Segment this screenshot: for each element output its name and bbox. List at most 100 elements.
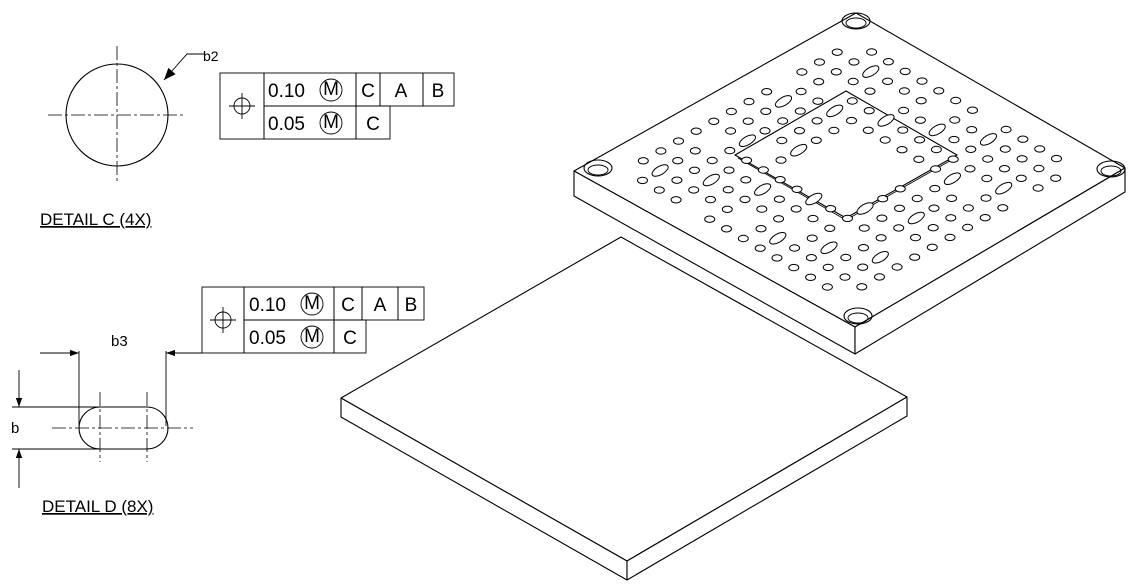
ball-hole: [927, 224, 939, 232]
detail-c-datum-1: C: [361, 81, 375, 102]
ball-hole: [966, 126, 978, 134]
ball-hole: [724, 146, 736, 155]
ball-hole: [777, 117, 789, 125]
ball-hole: [742, 117, 754, 125]
ball-hole: [741, 156, 753, 165]
ball-hole: [999, 145, 1011, 153]
ball-hole: [948, 135, 960, 144]
detail-d-datum-row2: C: [343, 328, 357, 349]
ball-hole: [825, 205, 837, 213]
ball-hole: [812, 97, 824, 105]
ball-hole: [842, 214, 853, 223]
ball-hole: [967, 106, 978, 114]
ball-hole: [926, 243, 938, 252]
ball-hole: [982, 155, 994, 163]
ball-hole: [705, 195, 716, 204]
ball-hole: [999, 165, 1010, 173]
ball-hole: [893, 224, 905, 232]
ball-hole: [754, 244, 766, 252]
ball-hole: [721, 205, 733, 214]
ball-hole: [810, 136, 822, 145]
ball-hole: [670, 196, 682, 204]
detail-c-datum-3: B: [432, 81, 445, 102]
detail-d-tolerance-2: 0.05: [249, 328, 286, 349]
ball-hole: [944, 233, 956, 242]
ball-hole: [997, 204, 1009, 212]
ball-hole: [945, 214, 957, 222]
svg-text:M: M: [304, 293, 320, 314]
ball-hole: [757, 166, 769, 174]
ball-hole: [856, 283, 868, 291]
slot-hole: [826, 104, 844, 118]
ball-hole: [828, 126, 840, 135]
lid-plate: [340, 236, 908, 581]
ball-hole: [795, 87, 807, 96]
ball-hole: [821, 283, 833, 291]
ball-hole: [962, 204, 974, 212]
detail-d-datum-2: A: [374, 295, 387, 316]
ball-hole: [725, 127, 737, 135]
ball-hole: [774, 176, 786, 184]
ball-hole: [1034, 145, 1046, 153]
ball-hole: [655, 147, 667, 155]
ball-hole: [1033, 164, 1045, 173]
ball-hole: [814, 58, 825, 66]
ball-hole: [840, 253, 852, 262]
ball-hole: [773, 195, 785, 203]
detail-d-width-label: b3: [111, 333, 128, 350]
max-material-modifier-icon: M: [319, 111, 343, 135]
ball-hole: [981, 174, 993, 183]
ball-hole: [930, 165, 942, 173]
ball-hole: [740, 176, 752, 184]
ball-hole: [1016, 155, 1028, 163]
ball-hole: [858, 244, 869, 252]
ball-hole: [796, 68, 808, 76]
ball-hole: [882, 77, 894, 86]
slot-hole: [738, 134, 756, 147]
ball-hole: [704, 215, 716, 223]
ball-hole: [962, 223, 974, 232]
slot-hole: [651, 164, 669, 177]
detail-c-tolerance-1: 0.10: [268, 81, 305, 102]
ball-hole: [739, 195, 751, 204]
ball-hole: [846, 116, 857, 125]
ball-hole: [979, 214, 991, 222]
detail-d-feature-control-frame: 0.10 M C A B 0.05 M C: [201, 286, 425, 354]
ball-hole: [688, 186, 700, 194]
ball-hole: [756, 205, 768, 213]
ball-hole: [723, 166, 735, 174]
ball-hole: [846, 97, 858, 105]
slot-hole: [805, 192, 823, 206]
ball-hole: [1051, 154, 1062, 163]
ball-hole: [913, 155, 925, 164]
slot-hole: [943, 172, 961, 185]
ball-hole: [911, 194, 923, 203]
detail-c-datum-row2: C: [366, 114, 380, 135]
ball-hole: [790, 205, 802, 213]
ball-hole: [930, 145, 942, 154]
detail-c-tolerance-2: 0.05: [268, 114, 305, 135]
ball-hole: [933, 87, 945, 95]
ball-hole: [1017, 135, 1029, 143]
ball-hole: [807, 214, 819, 223]
ball-hole: [965, 145, 977, 154]
ball-hole: [755, 225, 767, 233]
ball-hole: [964, 165, 976, 173]
ball-hole: [862, 126, 874, 135]
slot-hole: [877, 114, 895, 127]
slot-hole: [790, 143, 808, 157]
ball-hole: [910, 233, 921, 242]
ball-array: [637, 48, 1062, 291]
ball-hole: [773, 215, 785, 223]
ball-hole: [776, 136, 788, 145]
ball-hole: [761, 88, 773, 96]
slot-hole: [862, 65, 880, 78]
ball-hole: [898, 87, 910, 95]
slot-hole: [754, 183, 772, 196]
detail-c-datum-2: A: [395, 81, 408, 102]
ball-hole: [915, 97, 927, 105]
ball-hole: [813, 78, 825, 86]
ball-hole: [1000, 125, 1012, 134]
slot-hole: [979, 133, 998, 146]
ball-hole: [805, 273, 817, 281]
